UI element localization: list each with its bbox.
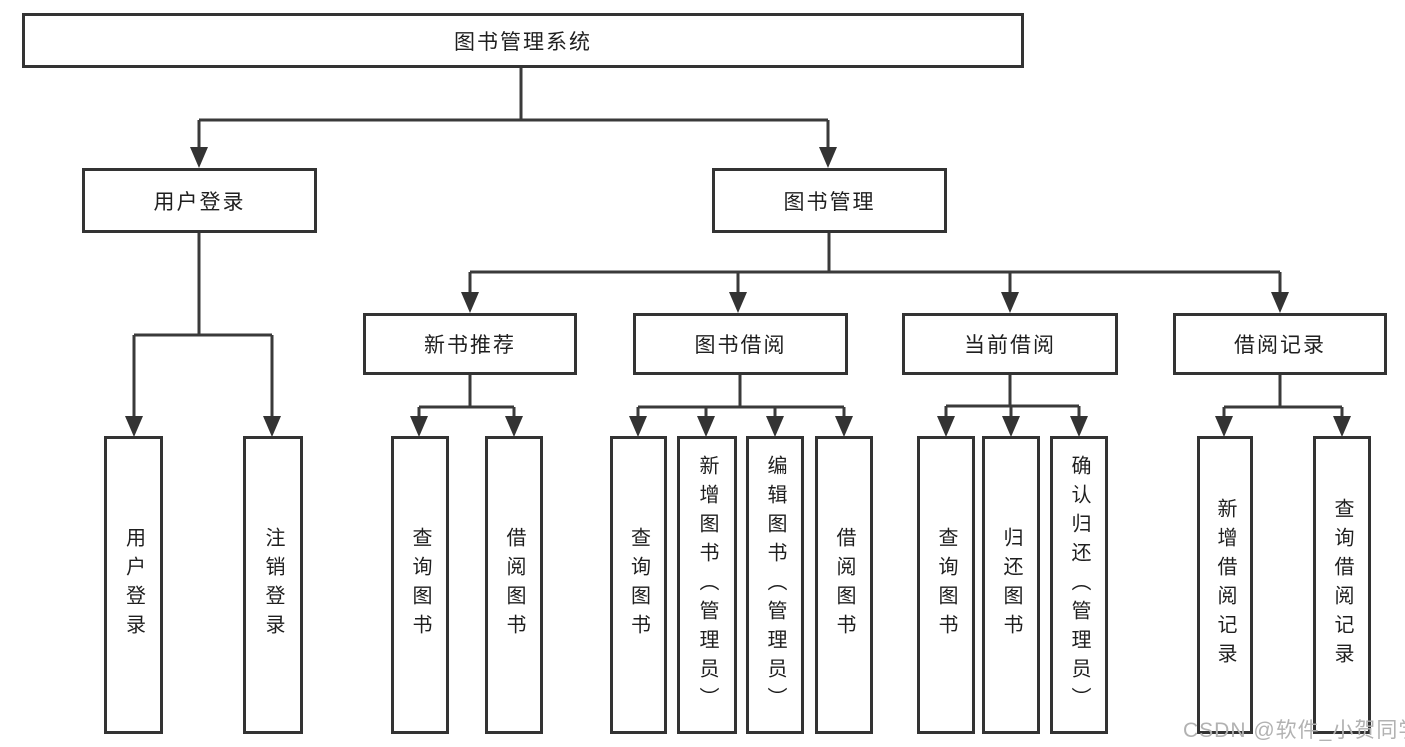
node-root-library-system: 图书管理系统: [22, 13, 1024, 68]
leaf-logout: 注销登录: [243, 436, 303, 734]
leaf-add-books-admin: 新增图书（管理员）: [677, 436, 737, 734]
node-new-book-recommend: 新书推荐: [363, 313, 577, 375]
leaf-newbook-query-books: 查询图书: [391, 436, 449, 734]
csdn-watermark: CSDN @软件_小贺同学: [1183, 719, 1405, 742]
node-book-management: 图书管理: [712, 168, 947, 233]
arrowhead-icons: [125, 147, 1351, 437]
leaf-edit-books-admin: 编辑图书（管理员）: [746, 436, 804, 734]
node-current-borrow: 当前借阅: [902, 313, 1118, 375]
node-book-borrow: 图书借阅: [633, 313, 848, 375]
leaf-current-query-books: 查询图书: [917, 436, 975, 734]
leaf-add-borrow-record: 新增借阅记录: [1197, 436, 1253, 734]
leaf-query-borrow-record: 查询借阅记录: [1313, 436, 1371, 734]
leaf-borrow-query-books: 查询图书: [610, 436, 667, 734]
node-borrow-record: 借阅记录: [1173, 313, 1387, 375]
leaf-return-books: 归还图书: [982, 436, 1040, 734]
leaf-borrow-books: 借阅图书: [815, 436, 873, 734]
leaf-newbook-borrow-books: 借阅图书: [485, 436, 543, 734]
leaf-user-login: 用户登录: [104, 436, 163, 734]
leaf-confirm-return-admin: 确认归还（管理员）: [1050, 436, 1108, 734]
node-user-login: 用户登录: [82, 168, 317, 233]
